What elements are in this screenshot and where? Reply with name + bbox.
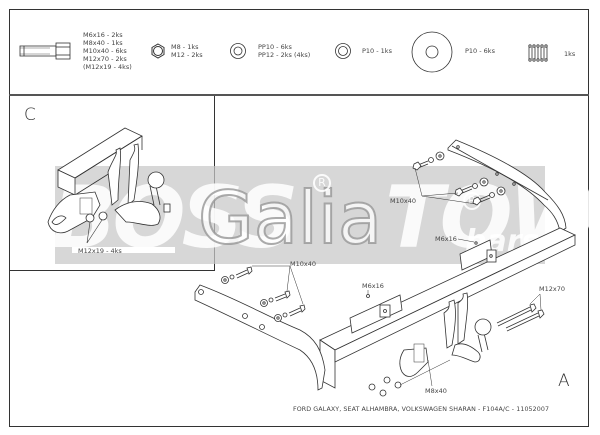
callout-m12x70: M12x70 [539, 285, 565, 293]
view-a-label: A [558, 371, 570, 391]
parts-bolt-line: M12x70 - 2ks [83, 55, 127, 63]
callout-m8x40: M8x40 [425, 387, 447, 395]
parts-flat-washer-list: PP10 - 6ks PP12 - 2ks (4ks) [258, 43, 310, 59]
parts-bolt-line: M10x40 - 6ks [83, 47, 127, 55]
registered-mark: R [313, 174, 331, 192]
detail-c-towbar-illustration [47, 127, 175, 253]
parts-large-washer-label: P10 - 6ks [465, 47, 495, 55]
detail-c-label: C [24, 105, 36, 125]
parts-bolt-line: M6x16 - 2ks [83, 31, 123, 39]
parts-nut-line: M12 - 2ks [171, 51, 203, 59]
parts-nut-line: M8 - 1ks [171, 43, 199, 51]
hex-bolt-icon [19, 42, 71, 60]
callout-m10x40-right: M10x40 [390, 197, 416, 205]
drawing-caption: FORD GALAXY, SEAT ALHAMBRA, VOLKSWAGEN S… [293, 406, 550, 413]
parts-bolt-line: (M12x19 - 4ks) [83, 63, 132, 71]
large-washer-icon [411, 31, 453, 73]
callout-m6x16-right: M6x16 [435, 235, 457, 243]
callout-m10x40-left: M10x40 [290, 260, 316, 268]
callout-m6x16-center: M6x16 [362, 282, 384, 290]
parts-flat-washer-line: PP10 - 6ks [258, 43, 292, 51]
drawing-frame [9, 9, 589, 427]
callout-m12x19: M12x19 - 4ks [78, 247, 122, 255]
parts-small-washer-label: P10 - 1ks [362, 47, 392, 55]
watermark-brand-mid: Galia [197, 175, 383, 261]
parts-bolt-line: M8x40 - 1ks [83, 39, 123, 47]
parts-bolt-list: M6x16 - 2ks M8x40 - 1ks M10x40 - 6ks M12… [83, 31, 132, 71]
parts-list-strip [9, 9, 589, 96]
cable-ties-icon [528, 44, 548, 62]
view-a-towbar-illustration [194, 139, 576, 397]
flat-washer-icon [230, 43, 246, 59]
parts-flat-washer-line: PP12 - 2ks (4ks) [258, 51, 311, 59]
parts-cable-ties-label: 1ks [564, 50, 576, 58]
hex-nut-icon [151, 43, 165, 59]
parts-nut-list: M8 - 1ks M12 - 2ks [171, 43, 203, 59]
small-washer-icon [335, 43, 351, 59]
